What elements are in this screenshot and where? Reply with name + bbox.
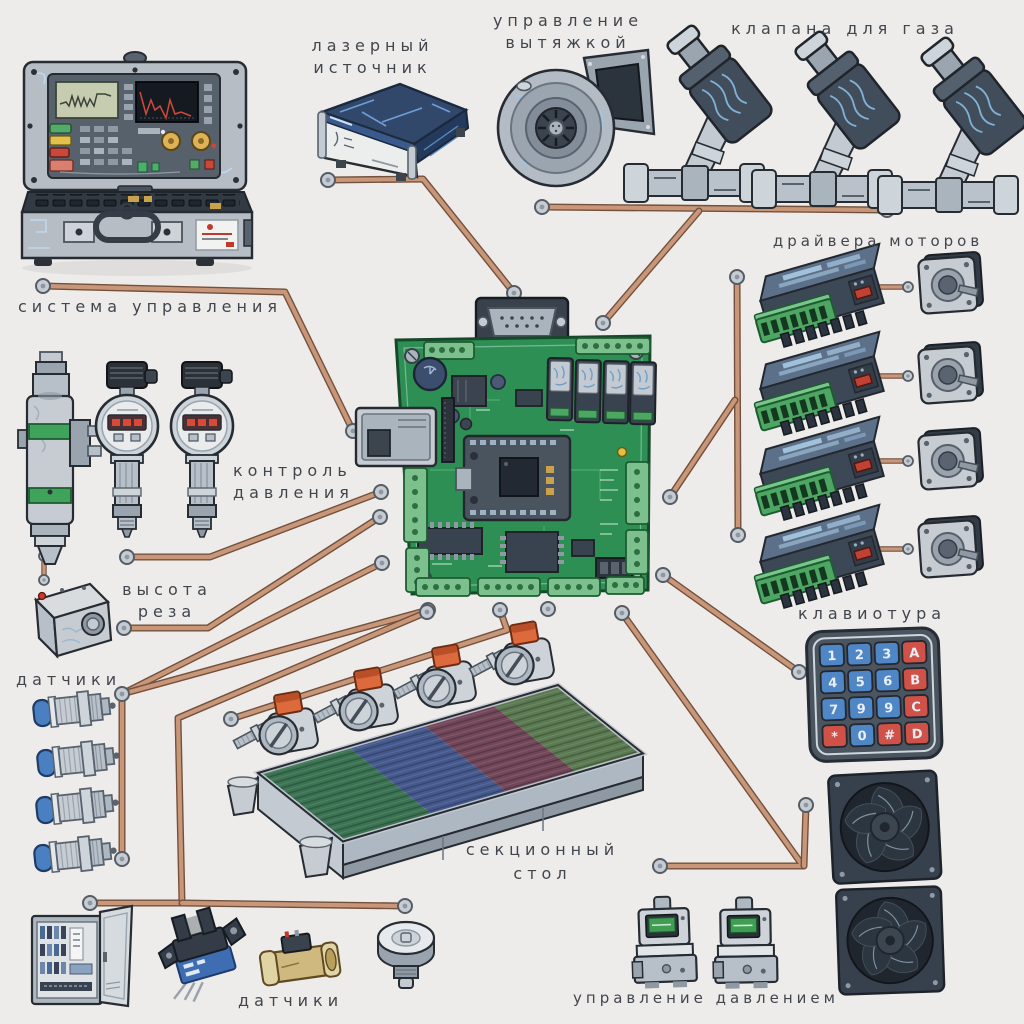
label-pressure-control: управление давлением — [573, 989, 839, 1007]
motor-drivers — [743, 242, 901, 615]
breaker-rows — [40, 926, 93, 991]
table-actuator-2 — [331, 663, 402, 736]
label-sectional-table-line2: стол — [513, 864, 572, 883]
optical-sensor — [157, 906, 247, 1003]
key-4: 4 — [828, 676, 838, 691]
dip-ic — [417, 522, 483, 560]
key-B: B — [910, 673, 920, 688]
graph-display — [135, 81, 199, 123]
axial-fans — [828, 770, 944, 994]
brand-sticker — [195, 219, 239, 251]
pressure-gauge-2 — [169, 360, 235, 539]
proximity-sensor-4 — [32, 832, 120, 877]
control-board — [354, 296, 657, 597]
key-A: A — [909, 646, 920, 661]
brass-sensor — [258, 929, 342, 987]
gas-valve-3 — [876, 27, 1024, 216]
stepper-motor-2 — [916, 340, 985, 405]
label-sensors-left: датчики — [16, 670, 122, 689]
puck-sensor — [376, 920, 436, 989]
stepper-motor-4 — [916, 514, 985, 579]
bottom-terminal-blocks — [415, 576, 645, 597]
db-connector — [474, 296, 570, 350]
green-display — [55, 81, 119, 119]
label-gas-valves: клапана для газа — [731, 19, 959, 38]
stepper-motor-1 — [916, 250, 985, 315]
label-cut-height-line1: высота — [122, 580, 212, 599]
key-3: 3 — [882, 647, 892, 662]
table-actuator-1 — [251, 687, 322, 760]
keypad: 1 2 3 A 4 5 6 B 7 9 9 C * 0 # D — [805, 626, 944, 763]
axial-fan-1 — [828, 770, 942, 884]
key-C: C — [911, 700, 921, 715]
control-computer — [20, 51, 254, 276]
proximity-sensor-1 — [31, 687, 119, 732]
side-terminal-blocks — [403, 461, 650, 593]
label-exhaust-line2: вытяжкой — [505, 33, 631, 52]
key-7: 7 — [829, 703, 839, 718]
label-exhaust-line1: управление — [492, 11, 644, 30]
label-motor-drivers: драйвера моторов — [772, 232, 984, 250]
exhaust-blower — [496, 48, 656, 188]
key-1: 1 — [827, 649, 837, 664]
electrical-cabinet — [30, 904, 134, 1008]
pressure-regulator-2 — [710, 895, 779, 991]
key-9: 9 — [884, 701, 894, 716]
copper-wires — [35, 172, 914, 914]
proximity-sensor-2 — [35, 737, 123, 782]
key-star: * — [831, 730, 839, 745]
keypad-keys: 1 2 3 A 4 5 6 B 7 9 9 C * 0 # D — [818, 640, 931, 749]
label-laser-source-line1: лазерный — [311, 36, 434, 55]
cut-height-sensor — [33, 582, 113, 659]
blower-intake — [535, 107, 577, 149]
label-control-system: система управления — [18, 297, 282, 316]
label-pressure-monitoring-line1: контроль — [233, 461, 352, 480]
label-cut-height-line2: реза — [137, 602, 197, 621]
panel-knobs — [161, 131, 211, 151]
mcu-module — [455, 434, 572, 522]
laser-source — [317, 82, 470, 181]
proximity-sensors — [31, 687, 123, 877]
motor-driver-4 — [743, 503, 901, 615]
key-0: 0 — [857, 729, 867, 744]
label-keypad: клавиотура — [798, 604, 947, 623]
laser-head — [17, 351, 102, 565]
axial-fan-2 — [836, 886, 944, 994]
top-terminal-blocks — [423, 337, 651, 360]
label-sectional-table-line1: секционный — [465, 840, 620, 859]
key-8: 9 — [856, 702, 866, 717]
label-sensors-bottom: датчики — [238, 991, 344, 1010]
stepper-motors — [916, 250, 985, 579]
proximity-sensor-3 — [34, 784, 122, 829]
sectional-table — [226, 682, 649, 881]
key-D: D — [911, 727, 923, 742]
pressure-gauge-1 — [94, 360, 160, 539]
key-hash: # — [884, 728, 896, 743]
key-5: 5 — [856, 675, 866, 690]
label-pressure-monitoring-line2: давления — [233, 483, 354, 502]
panel-buttons — [49, 123, 217, 173]
pressure-regulators — [628, 894, 779, 991]
pressure-gauges — [94, 360, 235, 539]
key-2: 2 — [855, 648, 865, 663]
ethernet-jack — [354, 406, 438, 468]
table-actuator-3 — [409, 640, 480, 713]
stepper-motor-3 — [916, 426, 985, 491]
key-6: 6 — [883, 674, 893, 689]
label-laser-source-line2: источник — [313, 58, 432, 77]
pressure-regulator-1 — [628, 894, 699, 991]
gas-valves — [622, 15, 1024, 216]
